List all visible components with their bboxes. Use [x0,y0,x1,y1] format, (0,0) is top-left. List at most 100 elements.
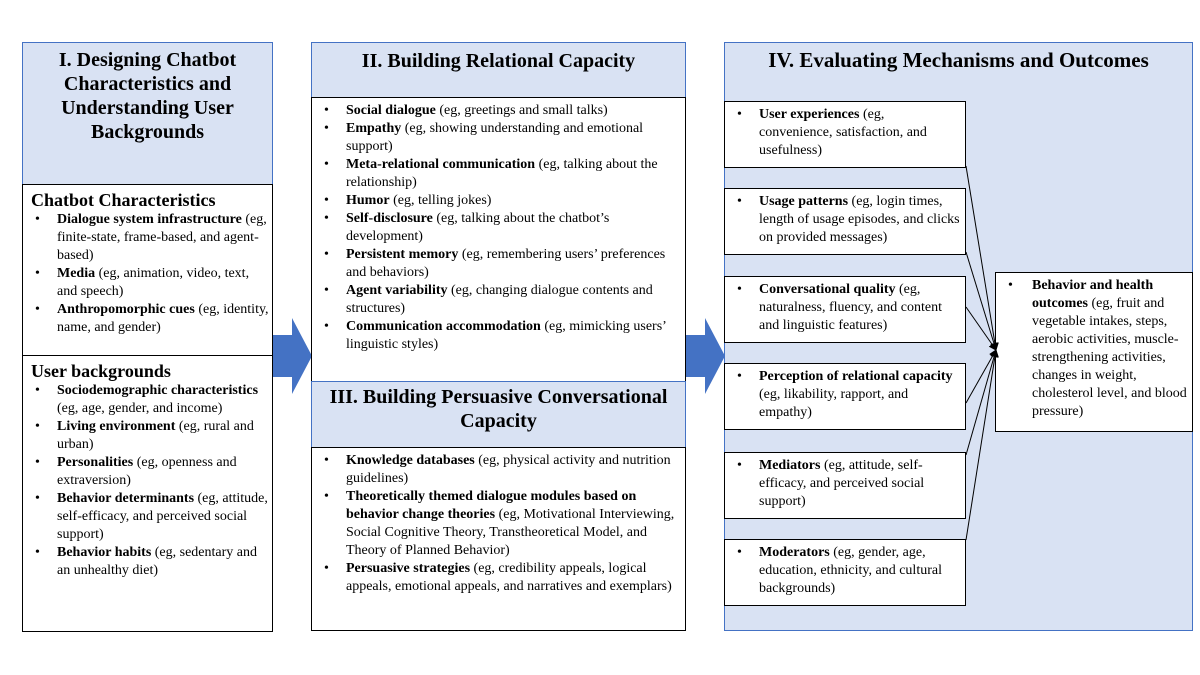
mechanism-list: Perception of relational capacity (eg, l… [725,368,965,422]
list-item: Persuasive strategies (eg, credibility a… [312,560,685,596]
list-item-bold: Persistent memory [346,247,459,262]
outcome-list: Behavior and health outcomes (eg, fruit … [996,277,1192,421]
mechanism-item: Conversational quality (eg, naturalness,… [725,281,965,335]
mechanism-list: User experiences (eg, convenience, satis… [725,106,965,160]
list-item: Humor (eg, telling jokes) [312,192,685,210]
list-item-rest: (eg, Motivational Interviewing, Social C… [346,507,675,558]
list-item-bold: Behavior habits [57,545,152,560]
user-backgrounds-heading: User backgrounds [31,361,171,381]
list-item: Anthropomorphic cues (eg, identity, name… [23,301,272,337]
list-item-rest: (eg, greetings and small talks) [435,103,608,118]
chatbot-characteristics-heading: Chatbot Characteristics [31,190,216,210]
chatbot-characteristics-box: Chatbot Characteristics Dialogue system … [22,184,273,356]
list-item-bold: Communication accommodation [346,319,541,334]
list-item: Self-disclosure (eg, talking about the c… [312,210,685,246]
persuasive-capacity-list: Knowledge databases (eg, physical activi… [312,452,685,596]
list-item-bold: Agent variability [346,283,448,298]
mechanism-bold: Usage patterns [759,194,849,209]
section2-box: Social dialogue (eg, greetings and small… [311,97,686,382]
list-item-rest: (eg, mimicking users’ linguistic styles) [346,319,666,352]
list-item: Persistent memory (eg, remembering users… [312,246,685,282]
mechanism-item: Moderators (eg, gender, age, education, … [725,544,965,598]
list-item-bold: Empathy [346,121,402,136]
mechanism-item: User experiences (eg, convenience, satis… [725,106,965,160]
list-item: Dialogue system infrastructure (eg, fini… [23,211,272,265]
list-item: Meta-relational communication (eg, talki… [312,156,685,192]
list-item: Behavior determinants (eg, attitude, sel… [23,490,272,544]
list-item: Behavior habits (eg, sedentary and an un… [23,544,272,580]
mechanism-bold: Conversational quality [759,282,896,297]
list-item-rest: (eg, animation, video, text, and speech) [57,266,250,299]
section2-header: II. Building Relational Capacity [311,42,686,98]
mechanism-box: Conversational quality (eg, naturalness,… [724,276,966,343]
section3-title: III. Building Persuasive Conversational … [329,386,668,432]
mechanism-rest: (eg, naturalness, fluency, and content a… [759,282,942,333]
mechanism-box: Usage patterns (eg, login times, length … [724,188,966,255]
list-item-rest: (eg, rural and urban) [57,419,254,452]
list-item-rest: (eg, talking about the relationship) [346,157,658,190]
list-item-rest: (eg, physical activity and nutrition gui… [346,453,671,486]
list-item: Personalities (eg, openness and extraver… [23,454,272,490]
mechanism-bold: Mediators [759,458,821,473]
mechanism-list: Conversational quality (eg, naturalness,… [725,281,965,335]
list-item: Social dialogue (eg, greetings and small… [312,102,685,120]
mechanism-box: User experiences (eg, convenience, satis… [724,101,966,168]
list-item: Media (eg, animation, video, text, and s… [23,265,272,301]
arrow-right-1-shape [273,318,312,394]
list-item-bold: Social dialogue [346,103,436,118]
list-item-bold: Living environment [57,419,176,434]
list-item-rest: (eg, remembering users’ preferences and … [346,247,666,280]
list-item-bold: Personalities [57,455,134,470]
outcome-item: Behavior and health outcomes (eg, fruit … [996,277,1192,421]
list-item-rest: (eg, identity, name, and gender) [57,302,269,335]
section1-title: I. Designing Chatbot Characteristics and… [58,49,237,143]
mechanism-rest: (eg, convenience, satisfaction, and usef… [759,107,927,158]
section3-box: Knowledge databases (eg, physical activi… [311,447,686,631]
relational-capacity-list: Social dialogue (eg, greetings and small… [312,102,685,354]
list-item-bold: Humor [346,193,390,208]
section4-title: IV. Evaluating Mechanisms and Outcomes [768,48,1149,72]
mechanism-rest: (eg, attitude, self-efficacy, and percei… [759,458,925,509]
list-item-bold: Anthropomorphic cues [57,302,195,317]
list-item-rest: (eg, finite-state, frame-based, and agen… [57,212,267,263]
list-item: Sociodemographic characteristics (eg, ag… [23,382,272,418]
user-backgrounds-list: Sociodemographic characteristics (eg, ag… [23,382,272,580]
list-item-bold: Meta-relational communication [346,157,536,172]
mechanism-rest: (eg, gender, age, education, ethnicity, … [759,545,942,596]
list-item-bold: Theoretically themed dialogue modules ba… [346,489,637,522]
list-item: Agent variability (eg, changing dialogue… [312,282,685,318]
list-item: Living environment (eg, rural and urban) [23,418,272,454]
list-item-rest: (eg, attitude, self-efficacy, and percei… [57,491,268,542]
mechanism-bold: Moderators [759,545,830,560]
list-item-rest: (eg, sedentary and an unhealthy diet) [57,545,257,578]
list-item-bold: Sociodemographic characteristics [57,383,259,398]
list-item: Empathy (eg, showing understanding and e… [312,120,685,156]
list-item-rest: (eg, age, gender, and income) [57,401,223,416]
list-item-bold: Media [57,266,96,281]
mechanism-rest: (eg, likability, rapport, and empathy) [759,387,909,420]
list-item-bold: Self-disclosure [346,211,433,226]
list-item: Communication accommodation (eg, mimicki… [312,318,685,354]
section1-header: I. Designing Chatbot Characteristics and… [22,42,273,185]
mechanism-rest: (eg, login times, length of usage episod… [759,194,960,245]
section3-header: III. Building Persuasive Conversational … [311,381,686,448]
mechanism-box: Perception of relational capacity (eg, l… [724,363,966,430]
list-item-rest: (eg, showing understanding and emotional… [346,121,644,154]
mechanism-list: Mediators (eg, attitude, self-efficacy, … [725,457,965,511]
outcome-box: Behavior and health outcomes (eg, fruit … [995,272,1193,432]
list-item-rest: (eg, credibility appeals, logical appeal… [346,561,672,594]
mechanism-list: Moderators (eg, gender, age, education, … [725,544,965,598]
list-item: Theoretically themed dialogue modules ba… [312,488,685,560]
list-item-rest: (eg, openness and extraversion) [57,455,237,488]
list-item-bold: Knowledge databases [346,453,475,468]
chatbot-characteristics-list: Dialogue system infrastructure (eg, fini… [23,211,272,337]
user-backgrounds-box: User backgrounds Sociodemographic charac… [22,355,273,632]
outcome-rest: (eg, fruit and vegetable intakes, steps,… [1032,296,1187,419]
mechanism-item: Mediators (eg, attitude, self-efficacy, … [725,457,965,511]
list-item: Knowledge databases (eg, physical activi… [312,452,685,488]
list-item-rest: (eg, talking about the chatbot’s develop… [346,211,610,244]
mechanism-box: Mediators (eg, attitude, self-efficacy, … [724,452,966,519]
mechanism-box: Moderators (eg, gender, age, education, … [724,539,966,606]
list-item-rest: (eg, telling jokes) [389,193,492,208]
list-item-bold: Persuasive strategies [346,561,471,576]
